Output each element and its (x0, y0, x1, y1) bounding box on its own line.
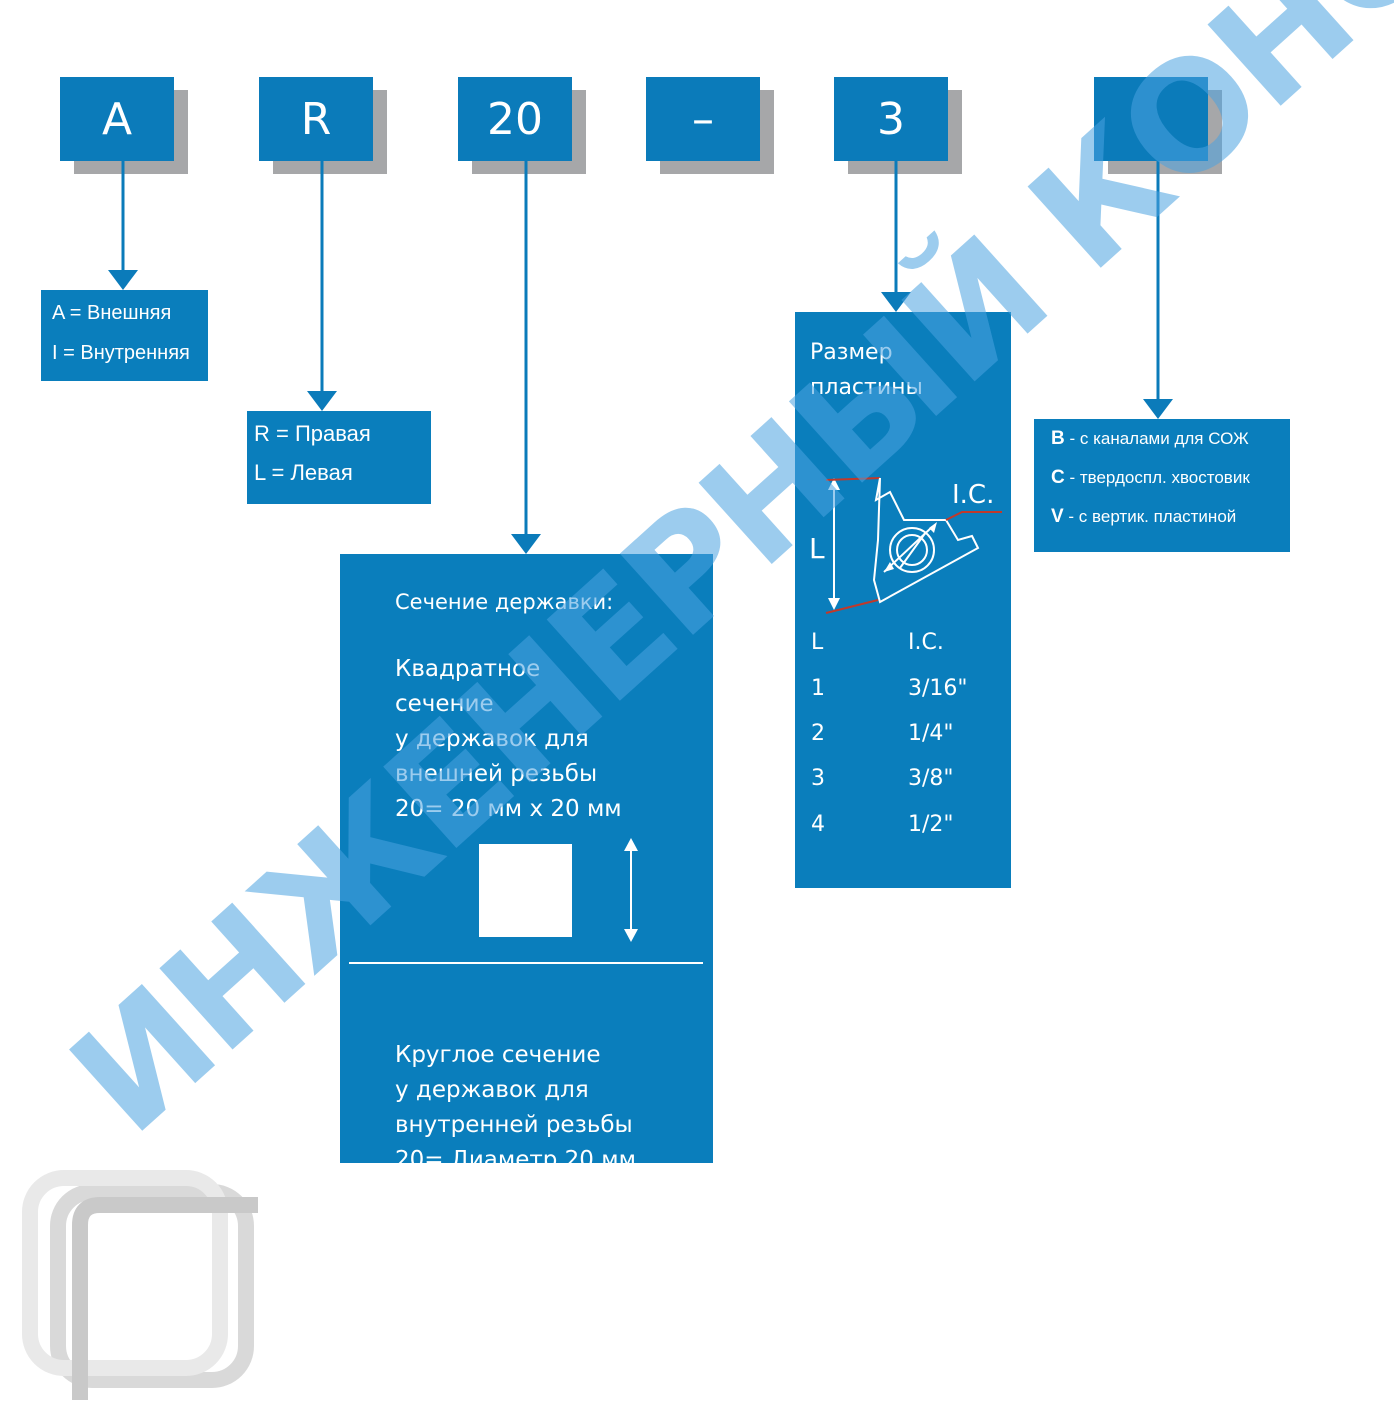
insert-title-line-2: пластины (810, 375, 923, 400)
insert-row-4-l: 4 (811, 812, 825, 837)
arrowhead-option (1143, 399, 1173, 419)
shank-title: Сечение державки: (395, 590, 614, 614)
code-3-label: 20 (487, 93, 543, 145)
insert-table-header-l: L (811, 630, 824, 655)
insert-row-2-l: 2 (811, 721, 825, 746)
code-4-label: – (692, 93, 714, 145)
code-5-label: 3 (877, 93, 905, 145)
option-key-v: V (1051, 506, 1064, 527)
option-key-b: B (1051, 428, 1065, 449)
legend-type-box: A = Внешняя I = Внутренняя (41, 290, 208, 381)
code-box-3: 20 (458, 77, 572, 161)
shank-round-line-1: Круглое сечение (395, 1042, 601, 1068)
insert-panel: Размер пластины L I.C. L I.C. 1 3/16" 2 … (795, 312, 1011, 888)
arrowhead-a (108, 270, 138, 290)
shank-square-line-4: внешней резьбы (395, 761, 598, 787)
logo-mark (22, 1170, 258, 1400)
shank-square-line-2: сечение (395, 691, 494, 717)
code-1-label: A (101, 93, 133, 145)
round-section-shape (476, 1206, 570, 1300)
legend-hand-box: R = Правая L = Левая (247, 411, 431, 504)
code-box-5: 3 (834, 77, 948, 161)
legend-hand-line-1: R = Правая (254, 421, 371, 446)
legend-hand-line-2: L = Левая (254, 460, 353, 485)
insert-table-header-ic: I.C. (908, 630, 944, 655)
arrowhead-r (307, 391, 337, 411)
shank-square-line-1: Квадратное (395, 656, 541, 682)
shank-round-line-3: внутренней резьбы (395, 1112, 633, 1138)
insert-row-3-ic: 3/8" (908, 766, 954, 791)
option-row-v: V - с вертик. пластиной (1051, 506, 1236, 528)
code-box-6 (1094, 77, 1208, 161)
option-row-c: C - твердоспл. хвостовик (1051, 467, 1250, 489)
shank-square-line-5: 20= 20 мм х 20 мм (395, 796, 622, 822)
shank-round-line-2: у державок для (395, 1077, 589, 1103)
option-text-c: - твердоспл. хвостовик (1069, 468, 1250, 487)
option-key-c: C (1051, 467, 1065, 488)
watermark-text: ИНЖЕНЕРНЫЙ КОНСАЛТИНГ (39, 0, 1394, 1167)
square-section-shape (479, 844, 572, 937)
insert-label-ic: I.C. (952, 480, 995, 510)
insert-row-1-ic: 3/16" (908, 676, 968, 701)
options-panel: B - с каналами для СОЖ C - твердоспл. хв… (1034, 419, 1290, 552)
option-text-b: - с каналами для СОЖ (1069, 429, 1249, 448)
section-divider (349, 962, 703, 964)
round-dimension-arrow (478, 1288, 568, 1340)
insert-title-line-1: Размер (810, 340, 893, 365)
code-box-1: A (60, 77, 174, 161)
shank-panel: Сечение державки: Квадратное сечение у д… (340, 554, 713, 1163)
insert-row-4-ic: 1/2" (908, 812, 954, 837)
legend-type-line-1: A = Внешняя (52, 302, 172, 324)
shank-round-line-4-visible: 20= Диаметр 20 мм (395, 1147, 636, 1173)
code-box-2: R (259, 77, 373, 161)
insert-row-2-ic: 1/4" (908, 721, 954, 746)
code-2-label: R (300, 93, 332, 145)
arrowhead-3 (881, 292, 911, 312)
insert-diagram (825, 477, 1002, 614)
option-text-v: - с вертик. пластиной (1068, 507, 1237, 526)
shank-square-line-3: у державок для (395, 726, 589, 752)
square-dimension-arrow (624, 838, 638, 942)
code-box-4: – (646, 77, 760, 161)
insert-label-l: L (809, 532, 825, 565)
legend-type-line-2: I = Внутренняя (52, 342, 190, 364)
arrowhead-20 (511, 534, 541, 554)
insert-row-3-l: 3 (811, 766, 825, 791)
option-row-b: B - с каналами для СОЖ (1051, 428, 1249, 450)
insert-row-1-l: 1 (811, 676, 825, 701)
